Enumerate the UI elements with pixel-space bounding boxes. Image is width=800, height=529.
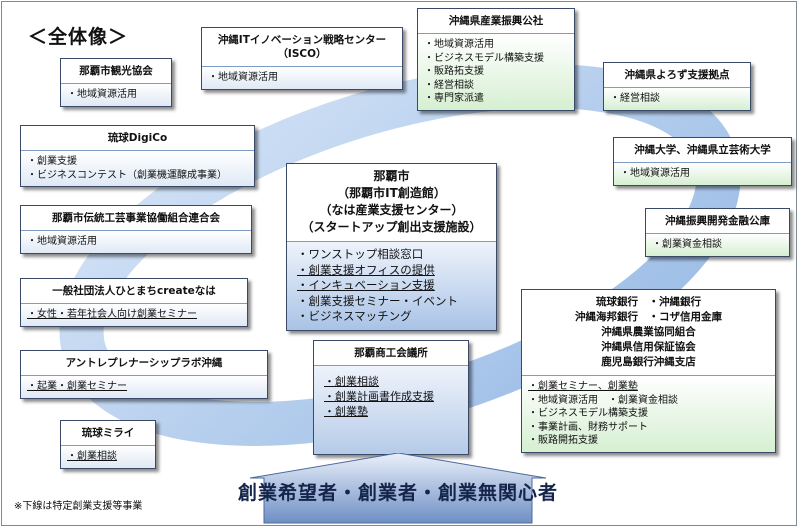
service-item-designated: ・女性・若年社会人向け創業セミナー xyxy=(27,309,197,320)
service-item-designated: ・創業塾 xyxy=(324,405,368,418)
service-item: ・創業支援セミナー・イベント xyxy=(297,293,458,308)
org-name-line: 那覇市伝統工芸事業協働組合連合会 xyxy=(52,212,220,224)
service-item: ・地域資源活用 xyxy=(27,236,97,247)
org-name: 那覇市観光協会 xyxy=(61,59,171,83)
org-name-line: （なは産業支援センター） xyxy=(319,203,464,217)
target-audience-label: 創業希望者・創業者・創業無関心者 xyxy=(237,482,558,504)
org-name-line: 那覇商工会議所 xyxy=(354,347,428,359)
org-name-line: 沖縄ITイノベーション戦略センター xyxy=(217,34,387,46)
org-name: 沖縄県産業振興公社 xyxy=(418,9,574,33)
org-name-line: 沖縄県産業振興公社 xyxy=(448,15,544,27)
org-name-line: アントレプレナーシップラボ沖縄 xyxy=(65,357,223,369)
service-list: ・創業セミナー、創業塾・地域資源活用 ・創業資金相談・ビジネスモデル構築支援・事… xyxy=(522,375,775,452)
org-name-line: 沖縄県農業協同組合 xyxy=(601,326,696,338)
service-item: ・創業支援 xyxy=(27,156,77,167)
org-box-shoukai: 那覇商工会議所・創業相談・創業計画書作成支援・創業塾 xyxy=(313,340,469,455)
service-list: ・創業相談 xyxy=(61,445,155,468)
org-name-line: 琉球ミライ xyxy=(81,427,135,439)
service-item-designated: ・インキュベーション支援 xyxy=(297,278,435,292)
org-box-sangyo: 沖縄県産業振興公社・地域資源活用・ビジネスモデル構築支援・販路拓支援・経営相談・… xyxy=(417,8,575,111)
target-arrow xyxy=(249,453,547,524)
org-name-line: 沖縄大学、沖縄県立芸術大学 xyxy=(634,144,771,156)
service-item: ・専門家派遣 xyxy=(424,93,484,104)
service-list: ・ワンストップ相談窓口・創業支援オフィスの提供・インキュベーション支援・創業支援… xyxy=(287,241,496,330)
service-item: ・ビジネスマッチング xyxy=(297,309,412,323)
org-name-line: 那覇市観光協会 xyxy=(79,65,153,77)
target-arrow-shape xyxy=(249,453,547,524)
org-name-line: （那覇市IT創造館） xyxy=(337,186,446,200)
service-item: ・地域資源活用 xyxy=(424,39,494,50)
service-item: ・ビジネスモデル構築支援 xyxy=(424,52,544,64)
service-item-designated: ・創業相談 xyxy=(324,375,379,388)
org-box-digico: 琉球DigiCo ・創業支援・ビジネスコンテスト（創業機運醸成事業） xyxy=(20,125,255,187)
service-list: ・地域資源活用 xyxy=(202,66,402,89)
org-name-line: 鹿児島銀行沖縄支店 xyxy=(601,356,696,368)
org-name-line: 一般社団法人ひとまちcreateなは xyxy=(52,285,216,297)
service-list: ・女性・若年社会人向け創業セミナー xyxy=(21,303,247,326)
org-name: 沖縄大学、沖縄県立芸術大学 xyxy=(614,138,791,162)
service-item: ・販路開拓支援 xyxy=(528,435,598,446)
service-item: ・ビジネスモデル構築支援 xyxy=(528,408,648,419)
service-item: ・ワンストップ相談窓口 xyxy=(297,247,424,261)
diagram-title: ＜全体像＞ xyxy=(28,26,129,48)
org-box-isco: 沖縄ITイノベーション戦略センター （ISCO） ・地域資源活用 xyxy=(201,27,403,90)
service-list: ・地域資源活用 xyxy=(21,230,251,253)
org-name: 一般社団法人ひとまちcreateなは xyxy=(21,279,247,303)
service-item: ・販路拓支援 xyxy=(424,66,484,77)
org-name: 琉球ミライ xyxy=(61,421,155,445)
org-name-line: 琉球銀行 ・沖縄銀行 xyxy=(596,296,701,308)
org-name-line: 沖縄振興開発金融公庫 xyxy=(665,215,770,227)
service-list: ・創業資金相談 xyxy=(646,233,789,256)
org-box-kanko: 那覇市観光協会・地域資源活用 xyxy=(60,58,172,107)
service-item-designated: ・創業相談 xyxy=(67,451,117,462)
org-name: 沖縄振興開発金融公庫 xyxy=(646,209,789,233)
org-name-line: 沖縄県信用保証協会 xyxy=(601,341,696,353)
org-name: 那覇市伝統工芸事業協働組合連合会 xyxy=(21,206,251,230)
service-item: ・事業計画、財務サポート xyxy=(528,421,648,433)
org-box-banks: 琉球銀行 ・沖縄銀行沖縄海邦銀行 ・コザ信用金庫沖縄県農業協同組合沖縄県信用保証… xyxy=(521,289,776,453)
org-name: 沖縄県よろず支援拠点 xyxy=(604,63,750,87)
service-item: ・ビジネスコンテスト（創業機運醸成事業） xyxy=(27,169,227,181)
org-name-line: 沖縄海邦銀行 ・コザ信用金庫 xyxy=(575,311,722,323)
org-name-line: （スタートアップ創出支援施設） xyxy=(301,220,482,234)
org-name-line: 琉球DigiCo xyxy=(107,132,168,144)
service-item: ・地域資源活用 ・創業資金相談 xyxy=(528,394,678,406)
service-item: ・経営相談 xyxy=(610,93,660,104)
service-list: ・経営相談 xyxy=(604,87,750,110)
org-name-line: 那覇市 xyxy=(373,169,410,183)
org-box-daigaku: 沖縄大学、沖縄県立芸術大学・地域資源活用 xyxy=(613,137,792,186)
service-item: ・地域資源活用 xyxy=(67,89,137,100)
service-item: ・地域資源活用 xyxy=(208,72,278,83)
service-item: ・創業資金相談 xyxy=(652,239,722,250)
org-name: 沖縄ITイノベーション戦略センター （ISCO） xyxy=(202,28,402,66)
service-item-designated: ・創業セミナー、創業塾 xyxy=(528,381,638,392)
org-box-hitomachi: 一般社団法人ひとまちcreateなは・女性・若年社会人向け創業セミナー xyxy=(20,278,248,327)
service-item: ・地域資源活用 xyxy=(620,168,690,179)
org-name: 那覇商工会議所 xyxy=(314,341,468,365)
service-item: ・経営相談 xyxy=(424,79,474,91)
org-box-yorozu: 沖縄県よろず支援拠点・経営相談 xyxy=(603,62,751,111)
org-name: アントレプレナーシップラボ沖縄 xyxy=(21,351,267,375)
service-item-designated: ・創業計画書作成支援 xyxy=(324,390,434,403)
org-name: 琉球銀行 ・沖縄銀行沖縄海邦銀行 ・コザ信用金庫沖縄県農業協同組合沖縄県信用保証… xyxy=(522,290,775,375)
center-box-naha-city: 那覇市 （那覇市IT創造館） （なは産業支援センター） （スタートアップ創出支援施設）… xyxy=(286,163,497,331)
service-list: ・起業・創業セミナー xyxy=(21,375,267,398)
service-item-designated: ・起業・創業セミナー xyxy=(27,381,127,392)
footnote: ※下線は特定創業支援等事業 xyxy=(14,501,143,512)
service-list: ・創業相談・創業計画書作成支援・創業塾 xyxy=(314,365,468,454)
service-item-designated: ・創業支援オフィスの提供 xyxy=(297,262,435,277)
service-list: ・地域資源活用 xyxy=(61,83,171,106)
org-name: 琉球DigiCo xyxy=(21,126,254,150)
service-list: ・地域資源活用 xyxy=(614,162,791,185)
service-list: ・創業支援・ビジネスコンテスト（創業機運醸成事業） xyxy=(21,150,254,186)
org-box-dento: 那覇市伝統工芸事業協働組合連合会・地域資源活用 xyxy=(20,205,252,254)
service-list: ・地域資源活用・ビジネスモデル構築支援・販路拓支援・経営相談・専門家派遣 xyxy=(418,33,574,110)
org-box-koko: 沖縄振興開発金融公庫・創業資金相談 xyxy=(645,208,790,257)
org-box-mirai: 琉球ミライ・創業相談 xyxy=(60,420,156,469)
org-name-line: 沖縄県よろず支援拠点 xyxy=(624,69,730,81)
org-box-lab: アントレプレナーシップラボ沖縄・起業・創業セミナー xyxy=(20,350,268,399)
org-name: 那覇市 （那覇市IT創造館） （なは産業支援センター） （スタートアップ創出支援施設） xyxy=(287,164,496,241)
org-name-line: （ISCO） xyxy=(277,48,327,60)
